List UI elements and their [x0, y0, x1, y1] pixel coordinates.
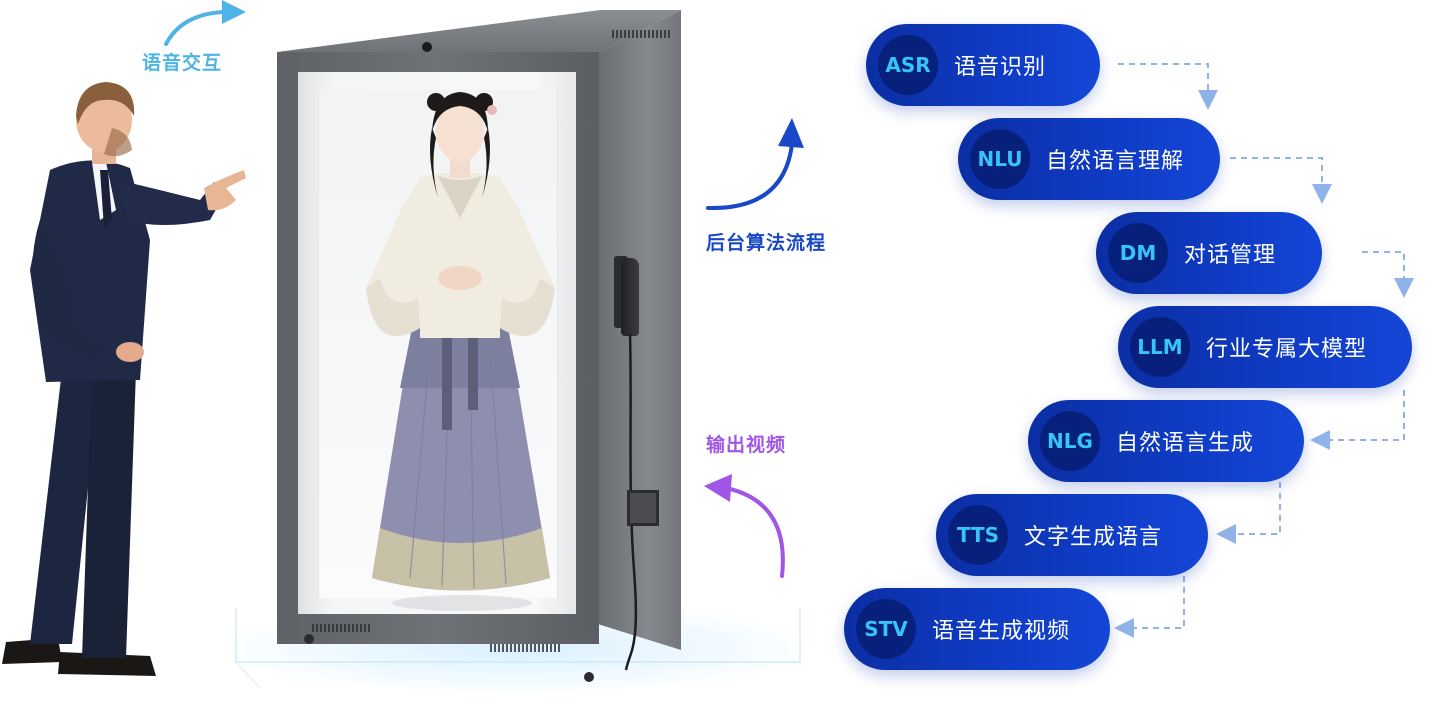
output-video-label: 输出视频 [706, 434, 787, 456]
floor-outline [235, 608, 801, 689]
curved-arrow-up-left-icon [704, 474, 785, 578]
pipeline-step-nlu: NLU 自然语言理解 [958, 118, 1220, 200]
step-label: 行业专属大模型 [1206, 337, 1368, 362]
microphone-icon [621, 258, 639, 336]
step-label: 语音识别 [954, 55, 1047, 80]
speaker-grill-bottom-left [312, 624, 372, 632]
step-code-badge: NLU [970, 129, 1030, 189]
step-code-badge: NLG [1040, 411, 1100, 471]
step-label: 文字生成语言 [1024, 525, 1163, 550]
curved-arrow-up-icon [706, 118, 804, 211]
step-code-badge: LLM [1130, 317, 1190, 377]
step-code-badge: TTS [948, 505, 1008, 565]
cabinet-side-panel [599, 10, 681, 650]
cabinet-wheel [584, 672, 594, 682]
step-label: 自然语言理解 [1046, 149, 1185, 174]
pipeline-step-dm: DM 对话管理 [1096, 212, 1322, 294]
cabinet-wheel [304, 634, 314, 644]
pipeline-step-stv: STV 语音生成视频 [844, 588, 1110, 670]
step-label: 语音生成视频 [932, 619, 1071, 644]
step-code-badge: STV [856, 599, 916, 659]
pipeline-step-tts: TTS 文字生成语言 [936, 494, 1208, 576]
pipeline-step-asr: ASR 语音识别 [866, 24, 1100, 106]
speaker-grill-top [612, 30, 672, 38]
camera-icon [422, 42, 432, 52]
voice-interaction-label: 语音交互 [142, 52, 223, 74]
pipeline-step-llm: LLM 行业专属大模型 [1118, 306, 1412, 388]
card-reader-slot [627, 490, 659, 526]
user-businessman [2, 82, 246, 676]
backend-algorithm-label: 后台算法流程 [706, 232, 827, 254]
microphone-cable [624, 333, 638, 671]
speaker-grill-bottom-right [490, 644, 560, 652]
digital-human-avatar [366, 92, 555, 611]
step-label: 对话管理 [1184, 243, 1277, 268]
step-code-badge: DM [1108, 223, 1168, 283]
curved-arrow-right-icon [164, 0, 246, 46]
pipeline-step-nlg: NLG 自然语言生成 [1028, 400, 1304, 482]
step-label: 自然语言生成 [1116, 431, 1255, 456]
step-code-badge: ASR [878, 35, 938, 95]
